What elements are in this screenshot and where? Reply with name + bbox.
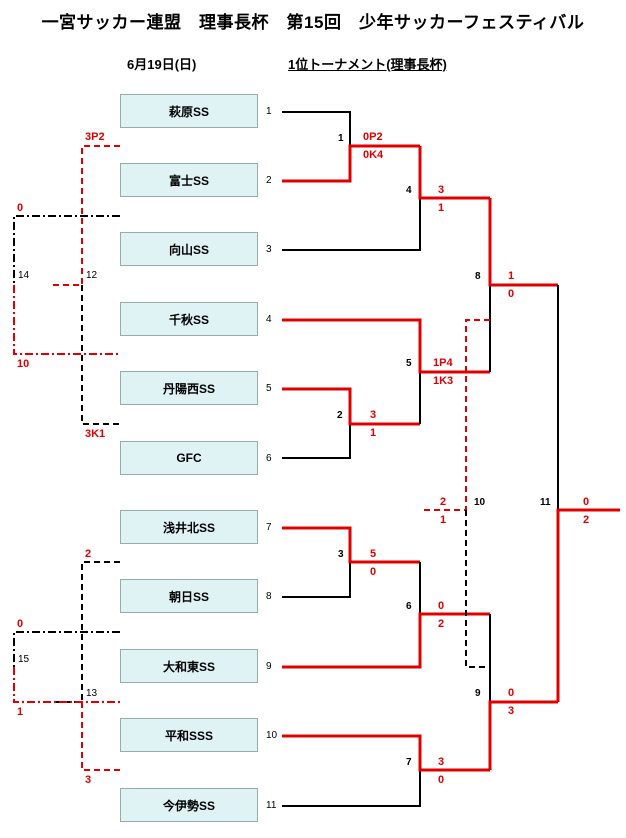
match-number: 3 bbox=[338, 549, 344, 560]
team-box[interactable]: 平和SSS bbox=[120, 718, 258, 752]
match-number: 1 bbox=[338, 133, 344, 144]
score-top: 3 bbox=[438, 756, 445, 768]
event-date: 6月19日(日) bbox=[127, 57, 197, 72]
score-top: 0 bbox=[438, 600, 445, 612]
team-seed: 1 bbox=[266, 106, 272, 117]
score-bottom: 10 bbox=[17, 358, 30, 370]
team-name: 丹陽西SS bbox=[162, 381, 215, 396]
match-number: 2 bbox=[337, 410, 343, 421]
team-name: 朝日SS bbox=[168, 589, 209, 604]
team-box[interactable]: 萩原SS bbox=[120, 94, 258, 128]
score-top: 2 bbox=[85, 548, 92, 560]
team-seed: 10 bbox=[266, 730, 278, 741]
team-seed: 2 bbox=[266, 175, 272, 186]
match-number: 4 bbox=[406, 185, 412, 196]
team-name: 向山SS bbox=[168, 242, 209, 257]
match-number: 14 bbox=[18, 270, 30, 281]
score-top: 3 bbox=[438, 184, 445, 196]
team-box[interactable]: 今伊勢SS bbox=[120, 788, 258, 822]
score-bottom: 2 bbox=[583, 514, 590, 526]
score-top: 1P4 bbox=[433, 357, 453, 369]
score-top: 1 bbox=[508, 270, 515, 282]
team-seed: 8 bbox=[266, 591, 272, 602]
score-top: 0P2 bbox=[363, 131, 383, 143]
match-number: 13 bbox=[86, 688, 98, 699]
team-name: 萩原SS bbox=[168, 104, 209, 119]
score-top: 2 bbox=[440, 496, 447, 508]
team-name: 今伊勢SS bbox=[162, 798, 215, 813]
score-bottom: 0 bbox=[438, 774, 445, 786]
team-box[interactable]: 大和東SS bbox=[120, 649, 258, 683]
team-seed: 4 bbox=[266, 314, 272, 325]
team-box[interactable]: 千秋SS bbox=[120, 302, 258, 336]
team-seed: 7 bbox=[266, 522, 272, 533]
team-name: GFC bbox=[176, 451, 202, 465]
team-name: 千秋SS bbox=[168, 312, 209, 327]
match-number: 6 bbox=[406, 601, 412, 612]
match-number: 15 bbox=[18, 654, 30, 665]
team-seed: 9 bbox=[266, 661, 272, 672]
score-bottom: 1 bbox=[438, 202, 445, 214]
team-box[interactable]: 向山SS bbox=[120, 232, 258, 266]
score-top: 3 bbox=[370, 409, 377, 421]
team-name: 浅井北SS bbox=[162, 520, 215, 535]
match-number: 7 bbox=[406, 757, 412, 768]
score-bottom: 1 bbox=[440, 514, 447, 526]
score-top: 0 bbox=[17, 618, 24, 630]
score-bottom: 3 bbox=[85, 774, 92, 786]
score-bottom: 3K1 bbox=[85, 428, 106, 440]
tournament-name: 1位トーナメント(理事長杯) bbox=[288, 57, 447, 72]
team-box[interactable]: 丹陽西SS bbox=[120, 371, 258, 405]
team-seed: 11 bbox=[266, 800, 277, 811]
team-name: 大和東SS bbox=[162, 659, 215, 674]
score-bottom: 0 bbox=[508, 288, 515, 300]
score-bottom: 0K4 bbox=[363, 149, 384, 161]
team-seed: 5 bbox=[266, 383, 272, 394]
score-top: 0 bbox=[508, 687, 515, 699]
score-top: 3P2 bbox=[85, 131, 105, 143]
team-box[interactable]: 富士SS bbox=[120, 163, 258, 197]
score-bottom: 2 bbox=[438, 618, 445, 630]
team-seed: 3 bbox=[266, 244, 272, 255]
team-name: 平和SSS bbox=[164, 728, 213, 743]
match-number: 5 bbox=[406, 358, 412, 369]
match-number: 9 bbox=[475, 688, 481, 699]
score-bottom: 0 bbox=[370, 566, 377, 578]
match-number: 10 bbox=[474, 497, 486, 508]
match-number: 12 bbox=[86, 270, 98, 281]
match-number: 11 bbox=[540, 497, 551, 508]
team-box[interactable]: 浅井北SS bbox=[120, 510, 258, 544]
match-number: 8 bbox=[475, 271, 481, 282]
score-bottom: 1 bbox=[17, 706, 24, 718]
score-top: 0 bbox=[17, 202, 24, 214]
team-name: 富士SS bbox=[168, 173, 209, 188]
score-bottom: 3 bbox=[508, 705, 515, 717]
team-box[interactable]: 朝日SS bbox=[120, 579, 258, 613]
score-top: 5 bbox=[370, 548, 377, 560]
score-top: 0 bbox=[583, 496, 590, 508]
team-box[interactable]: GFC bbox=[120, 441, 258, 475]
score-bottom: 1K3 bbox=[433, 375, 454, 387]
team-seed: 6 bbox=[266, 453, 272, 464]
score-bottom: 1 bbox=[370, 427, 377, 439]
page-title: 一宮サッカー連盟 理事長杯 第15回 少年サッカーフェスティバル bbox=[41, 13, 585, 32]
